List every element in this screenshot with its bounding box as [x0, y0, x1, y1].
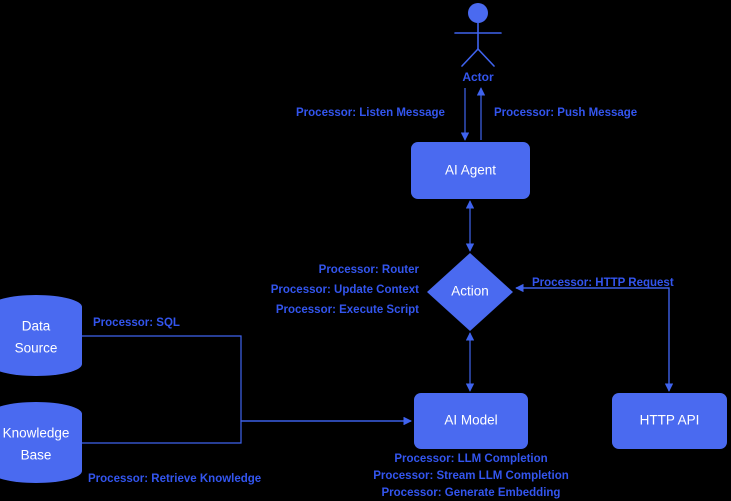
node-data-source-cylinder[interactable] [0, 295, 82, 376]
edge-label-execute-script: Processor: Execute Script [276, 304, 419, 316]
edge-data-source-to-ai-model[interactable] [82, 335, 412, 426]
node-knowledge-base-cylinder[interactable] [0, 402, 82, 483]
edge-label-llm-completion: Processor: LLM Completion [394, 453, 547, 465]
node-ai-model-box[interactable] [414, 393, 528, 449]
actor-head-icon [468, 3, 488, 23]
node-data-source[interactable]: Data Source [0, 295, 82, 376]
edge-label-sql: Processor: SQL [93, 317, 180, 329]
node-ai-model[interactable]: AI Model [414, 393, 528, 449]
edge-action-to-http-api[interactable] [515, 283, 670, 391]
node-actor-label: Actor [462, 70, 494, 84]
edge-label-generate-embedding: Processor: Generate Embedding [382, 487, 561, 499]
edge-label-retrieve-knowledge: Processor: Retrieve Knowledge [88, 473, 261, 485]
actor-left-leg-line [461, 48, 479, 67]
node-action[interactable]: Action [427, 253, 513, 331]
node-knowledge-base[interactable]: Knowledge Base [0, 402, 82, 483]
edge-label-stream-llm-completion: Processor: Stream LLM Completion [373, 470, 569, 482]
edge-label-update-context: Processor: Update Context [271, 284, 419, 296]
edge-http-api-to-action[interactable] [516, 287, 674, 392]
actor-right-leg-line [477, 48, 495, 67]
node-http-api-box[interactable] [612, 393, 727, 449]
node-ai-agent-box[interactable] [411, 142, 530, 199]
edge-label-push-message: Processor: Push Message [494, 107, 637, 119]
edge-knowledge-base-to-ai-model[interactable] [82, 416, 412, 444]
node-ai-agent[interactable]: AI Agent [411, 142, 530, 199]
node-http-api[interactable]: HTTP API [612, 393, 727, 449]
node-action-diamond[interactable] [427, 253, 513, 331]
edge-label-listen-message: Processor: Listen Message [296, 107, 445, 119]
node-actor[interactable]: Actor [454, 3, 502, 84]
edge-label-http-request: Processor: HTTP Request [532, 277, 674, 289]
edge-label-router: Processor: Router [319, 264, 420, 276]
